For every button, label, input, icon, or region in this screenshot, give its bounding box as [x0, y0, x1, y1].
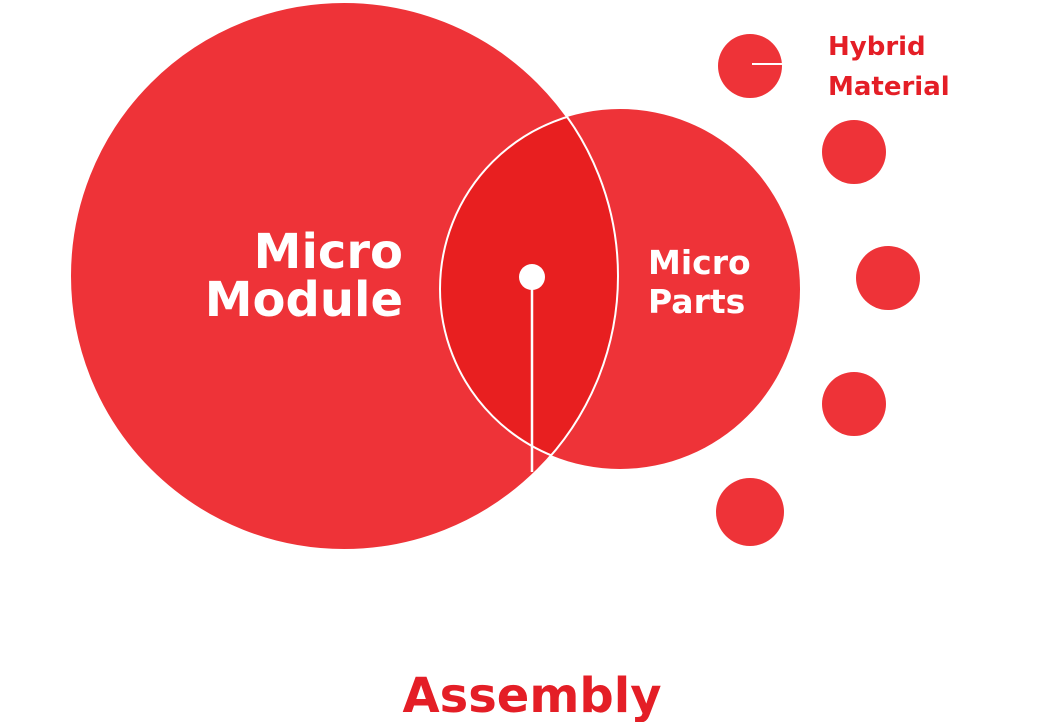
micro-parts-label-line2: Parts: [648, 282, 745, 321]
assembly-pointer-dot: [519, 264, 545, 290]
small-circle: [822, 120, 886, 184]
small-circle: [856, 246, 920, 310]
micro-module-outline: [69, 1, 619, 551]
micro-parts-outline: [439, 108, 618, 470]
micro-module-circle: [70, 2, 618, 550]
overlap-region: [440, 109, 618, 469]
hybrid-material-label-line2: Material: [828, 72, 950, 102]
small-circle: [822, 372, 886, 436]
assembly-label: Assembly: [403, 668, 662, 722]
micro-parts-label-line1: Micro: [648, 243, 751, 282]
small-circle: [716, 478, 784, 546]
hybrid-material-label-line1: Hybrid: [828, 32, 926, 62]
micro-module-label-line2: Module: [205, 272, 403, 328]
micro-module-label-line1: Micro: [254, 224, 403, 280]
small-circle: [718, 34, 782, 98]
